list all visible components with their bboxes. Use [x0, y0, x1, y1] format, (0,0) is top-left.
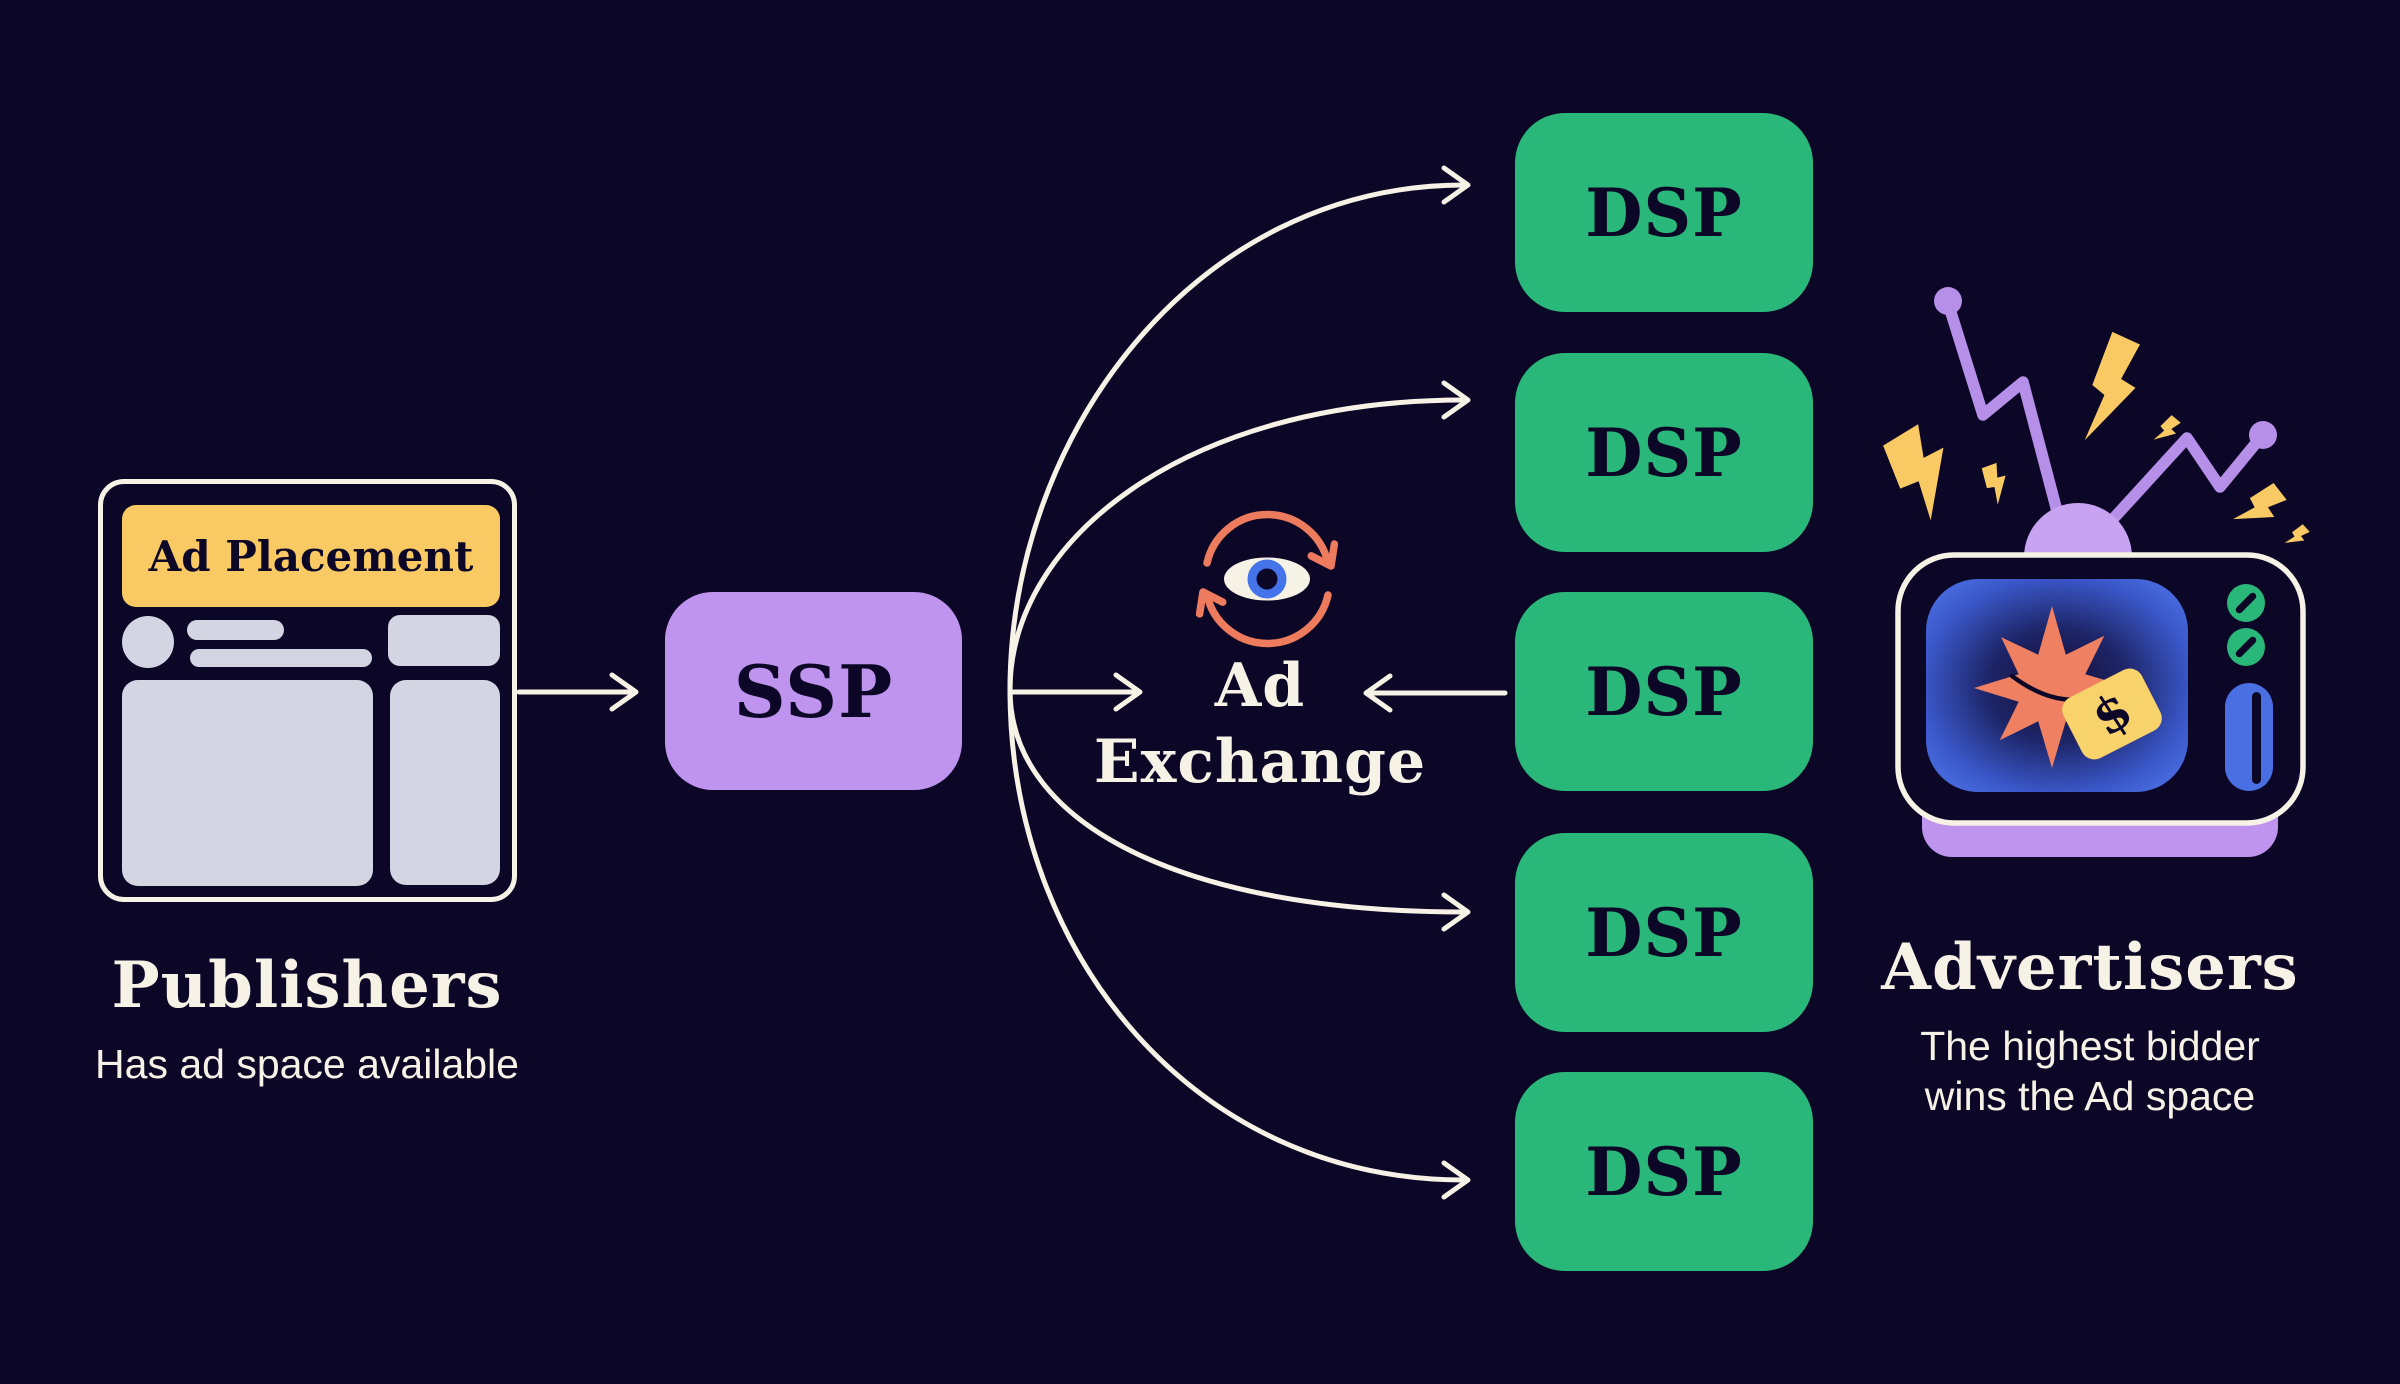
ssp-node: SSP — [665, 592, 962, 790]
ad-exchange-line2: Exchange — [1093, 727, 1427, 797]
advertisers-label-block: Advertisers The highest bidder wins the … — [1830, 930, 2350, 1121]
advertisers-subtitle-line2: wins the Ad space — [1924, 1073, 2256, 1120]
arrow-publisher-to-ssp — [516, 672, 639, 712]
publisher-label-block: Publishers Has ad space available — [40, 948, 574, 1089]
eye-icon — [1224, 557, 1310, 601]
ssp-label: SSP — [733, 648, 894, 734]
dsp-node-5: DSP — [1515, 1072, 1813, 1271]
dsp-label: DSP — [1585, 413, 1743, 492]
tv-antennae — [1942, 297, 2267, 548]
tv-knob-bottom — [2227, 628, 2265, 666]
advertisers-subtitle-line1: The highest bidder — [1920, 1023, 2260, 1069]
advertisers-title: Advertisers — [1881, 930, 2299, 1005]
publishers-title: Publishers — [111, 948, 503, 1023]
dsp-label: DSP — [1585, 652, 1743, 731]
arrow-ssp-to-dsp2 — [1007, 380, 1471, 693]
dsp-node-1: DSP — [1515, 113, 1813, 312]
arrow-ssp-to-dsp4 — [1007, 687, 1471, 932]
ad-placement-banner: Ad Placement — [122, 505, 500, 607]
text-line-placeholder — [190, 649, 372, 667]
dsp-label: DSP — [1585, 173, 1743, 252]
tv-speaker — [2225, 683, 2273, 791]
tv-illustration: $ — [1872, 287, 2312, 857]
avatar-placeholder — [122, 616, 174, 668]
arrow-ssp-to-dsp5 — [1007, 687, 1471, 1200]
advertisers-subtitle: The highest bidder wins the Ad space — [1830, 1021, 2350, 1121]
publisher-webpage-card: Ad Placement — [98, 479, 517, 902]
refresh-arrows-icon — [1195, 510, 1339, 648]
dsp-node-2: DSP — [1515, 353, 1813, 552]
ad-exchange-icon — [1195, 510, 1339, 648]
price-tag-icon: $ — [2062, 668, 2162, 760]
sidebar-block-placeholder — [388, 615, 500, 666]
arrow-ssp-to-adexchange — [1007, 672, 1143, 712]
dsp-label: DSP — [1585, 1132, 1743, 1211]
antenna-ball-right — [2249, 421, 2277, 449]
tv-dome — [2024, 503, 2132, 557]
ad-exchange-label: Ad Exchange — [1040, 648, 1480, 800]
dsp-node-4: DSP — [1515, 833, 1813, 1032]
dsp-label: DSP — [1585, 893, 1743, 972]
antenna-ball-left — [1934, 287, 1962, 315]
arrow-ssp-to-dsp1 — [1007, 165, 1471, 693]
tv-knob-top — [2227, 584, 2265, 622]
sidebar-block-placeholder — [390, 680, 500, 885]
content-block-placeholder — [122, 680, 373, 886]
arrow-dsp3-to-adexchange — [1363, 673, 1508, 713]
dsp-node-3: DSP — [1515, 592, 1813, 791]
publishers-subtitle: Has ad space available — [95, 1041, 519, 1087]
flow-arrows — [516, 165, 1508, 1200]
text-line-placeholder — [187, 620, 284, 640]
ad-exchange-line1: Ad — [1214, 651, 1306, 721]
